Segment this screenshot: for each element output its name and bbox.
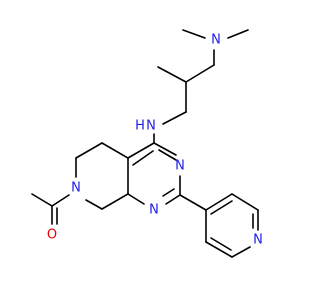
atom-labels: N N H N N N N O [47, 33, 263, 248]
bonds [31, 29, 259, 258]
bond [210, 200, 233, 215]
bond [75, 142, 103, 159]
bond [132, 150, 154, 166]
bond [31, 193, 53, 207]
bond [231, 193, 259, 211]
bond [165, 194, 181, 205]
bond [185, 64, 215, 83]
atom-n-dimethylamine: N [211, 33, 221, 48]
bond [231, 246, 251, 258]
bond [162, 111, 187, 125]
bond [51, 194, 70, 207]
atom-n-pyridine: N [253, 233, 263, 248]
atom-nh-hydrogen: H [135, 119, 145, 134]
bond [153, 142, 177, 156]
bond [101, 142, 129, 159]
bond [205, 241, 233, 258]
molecule-structure: N N H N N N N O [31, 29, 263, 258]
atom-n-pyrimidine-upper: N [175, 159, 185, 174]
atom-n-pyrimidine-lower: N [149, 203, 159, 218]
bond [227, 29, 249, 39]
atom-o-carbonyl: O [47, 228, 57, 243]
bond [179, 194, 207, 211]
bond [182, 29, 206, 39]
bond [162, 188, 175, 197]
bond [157, 66, 187, 83]
bond [101, 193, 129, 210]
bond [210, 237, 232, 251]
bond [85, 199, 103, 210]
bond [127, 142, 155, 159]
bond [205, 193, 233, 211]
bond [127, 193, 145, 205]
atom-n-secondary-amine: N [146, 119, 156, 134]
atom-n-piperidine: N [71, 181, 81, 196]
bond [158, 149, 177, 161]
